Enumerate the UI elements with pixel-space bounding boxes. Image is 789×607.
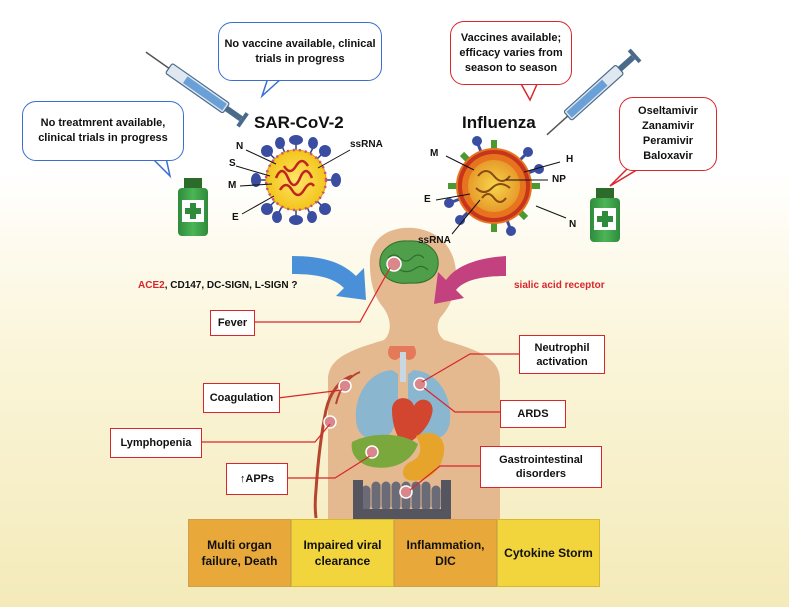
influenza-label-h: H xyxy=(566,154,574,165)
influenza-vaccine-note: Vaccines available; efficacy varies from… xyxy=(459,31,563,74)
stomach xyxy=(402,432,445,481)
brain xyxy=(379,240,439,284)
symptom-apps: ↑APPs xyxy=(226,463,288,495)
left-lung xyxy=(355,370,398,440)
blood-vessel xyxy=(313,374,353,519)
symptom-gastrointestinal: Gastrointestinal disorders xyxy=(480,446,602,488)
covid-syringe xyxy=(145,51,249,128)
covid-entry-arrow xyxy=(292,256,366,300)
influenza-label-e: E xyxy=(424,194,431,205)
influenza-drugs-bubble: Oseltamivir Zanamivir Peramivir Baloxavi… xyxy=(619,97,717,171)
covid-label-m: M xyxy=(228,180,237,191)
covid-vaccine-bubble: No vaccine available, clinical trials in… xyxy=(218,22,382,81)
influenza-label-n: N xyxy=(569,219,577,230)
symptom-connectors xyxy=(200,267,519,491)
outcome-label: Multi organ failure, Death xyxy=(201,538,278,568)
outcome-multi-organ-failure: Multi organ failure, Death xyxy=(188,519,291,587)
ace2-receptor: ACE2 xyxy=(138,280,165,291)
covid-medicine-bottle xyxy=(178,178,208,236)
heart xyxy=(392,398,433,446)
symptom-label: ↑APPs xyxy=(239,473,275,485)
symptom-neutrophil: Neutrophil activation xyxy=(519,335,605,374)
covid-label-s: S xyxy=(229,158,236,169)
outcome-inflammation: Inflammation, DIC xyxy=(394,519,497,587)
covid-pointer-arrows xyxy=(235,149,351,215)
covid-treatment-bubble: No treatmrent available, clinical trials… xyxy=(22,101,184,161)
other-receptors: , CD147, DC-SIGN, L-SIGN ? xyxy=(164,280,298,291)
influenza-virus xyxy=(444,136,544,236)
covid-label-ssrna: ssRNA xyxy=(350,139,383,150)
outcome-label: Impaired viral clearance xyxy=(303,538,382,568)
influenza-label-ssrna: ssRNA xyxy=(418,235,451,246)
human-figure xyxy=(313,227,500,520)
symptom-lymphopenia: Lymphopenia xyxy=(110,428,202,458)
influenza-vaccine-bubble: Vaccines available; efficacy varies from… xyxy=(450,21,572,85)
influenza-title: Influenza xyxy=(462,113,536,132)
influenza-label-m: M xyxy=(430,148,439,159)
outcome-label: Cytokine Storm xyxy=(504,546,593,560)
influenza-receptor: sialic acid receptor xyxy=(514,280,605,291)
liver xyxy=(351,434,418,468)
influenza-entry-arrow xyxy=(434,256,506,304)
symptom-fever: Fever xyxy=(210,310,255,336)
covid-vaccine-note: No vaccine available, clinical trials in… xyxy=(224,37,376,65)
influenza-pointer-arrows xyxy=(435,155,567,235)
symptom-label: Neutrophil activation xyxy=(534,341,590,368)
drug-name: Peramivir xyxy=(642,135,694,147)
influenza-medicine-bottle xyxy=(590,188,620,242)
influenza-syringe xyxy=(546,48,642,136)
outcome-cytokine-storm: Cytokine Storm xyxy=(497,519,600,587)
drug-name: Baloxavir xyxy=(643,150,693,162)
covid-label-n: N xyxy=(236,141,244,152)
symptom-ards: ARDS xyxy=(500,400,566,428)
outcome-impaired-clearance: Impaired viral clearance xyxy=(291,519,394,587)
symptom-label: Lymphopenia xyxy=(120,437,192,449)
drug-name: Oseltamivir xyxy=(638,105,698,117)
symptom-label: Coagulation xyxy=(209,392,274,404)
covid-receptors: ACE2, CD147, DC-SIGN, L-SIGN ? xyxy=(138,280,297,291)
drug-name: Zanamivir xyxy=(642,120,694,132)
covid-virus xyxy=(251,135,341,225)
symptom-label: ARDS xyxy=(517,408,549,420)
covid-title: SAR-CoV-2 xyxy=(254,113,344,132)
influenza-label-np: NP xyxy=(552,174,566,185)
symptom-label: Gastrointestinal disorders xyxy=(499,454,583,480)
covid-label-e: E xyxy=(232,212,239,223)
outcome-label: Inflammation, DIC xyxy=(406,538,485,568)
symptom-label: Fever xyxy=(217,317,248,329)
covid-treatment-note: No treatmrent available, clinical trials… xyxy=(38,117,168,144)
symptom-coagulation: Coagulation xyxy=(203,383,280,413)
